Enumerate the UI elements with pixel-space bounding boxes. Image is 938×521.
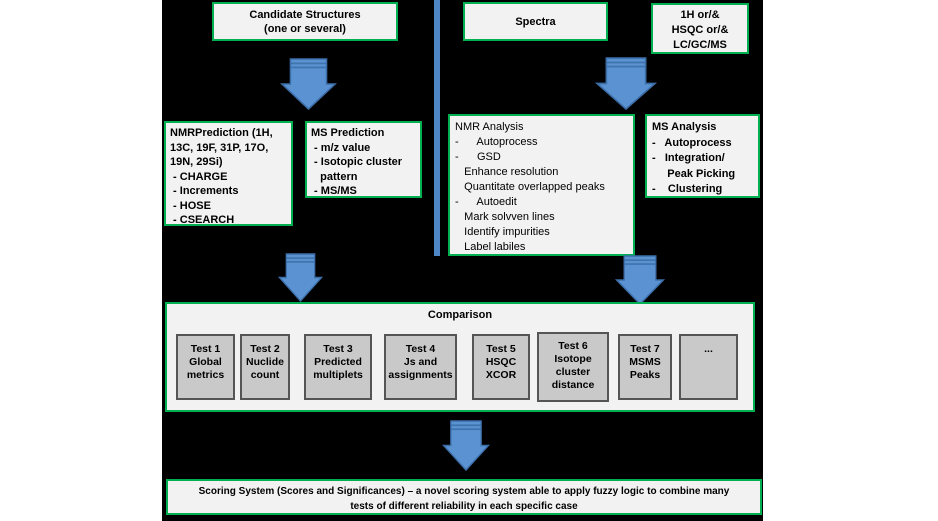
comparison-box: Comparison Test 1 Global metrics Test 2 … — [165, 302, 755, 412]
test-2-box: Test 2 Nuclide count — [240, 334, 290, 400]
nmr-analysis-line: Enhance resolution — [455, 166, 559, 178]
scoring-line: Scoring System (Scores and Significances… — [198, 486, 730, 497]
test-line: MSMS — [629, 356, 661, 368]
down-arrow-icon — [615, 255, 665, 305]
spectra-label: Spectra — [515, 15, 556, 28]
test-6-box: Test 6 Isotope cluster distance — [537, 332, 609, 402]
candidate-structures-box: Candidate Structures (one or several) — [212, 2, 398, 41]
test-line: Test 1 — [190, 343, 221, 355]
candidate-structures-line: Candidate Structures — [249, 9, 361, 21]
inputs-line: 1H or/& — [680, 9, 720, 21]
inputs-line: HSQC or/& — [671, 24, 729, 36]
down-arrow-icon — [280, 58, 337, 110]
ms-prediction-box: MS Prediction - m/z value - Isotopic clu… — [305, 121, 422, 198]
test-line: XCOR — [485, 369, 517, 381]
ms-prediction-line: - Isotopic cluster — [311, 156, 403, 168]
test-line: Nuclide — [246, 356, 284, 368]
nmr-analysis-line: Quantitate overlapped peaks — [455, 181, 605, 193]
test-line: Peaks — [629, 369, 661, 381]
nmr-prediction-line: - Increments — [170, 185, 239, 197]
ms-analysis-line: - Autoprocess — [652, 136, 732, 149]
test-line: assignments — [388, 369, 453, 381]
ms-analysis-line: - Clustering — [652, 183, 723, 195]
ms-analysis-line: Peak Picking — [652, 167, 736, 180]
test-line: Isotope — [554, 353, 592, 365]
spectra-box: Spectra — [463, 2, 608, 41]
test-line: Js and — [403, 356, 438, 368]
test-line: count — [250, 369, 280, 381]
test-line: Predicted — [314, 356, 362, 368]
candidate-structures-line: (one or several) — [264, 23, 346, 35]
vertical-divider — [434, 0, 440, 256]
ms-analysis-box: MS Analysis - Autoprocess - Integration/… — [645, 114, 760, 198]
test-line: Test 4 — [405, 343, 436, 355]
test-line: Test 7 — [630, 343, 660, 355]
comparison-title: Comparison — [427, 309, 493, 321]
ms-analysis-line: - Integration/ — [652, 152, 725, 164]
test-line: Test 5 — [486, 343, 516, 355]
ms-prediction-line: - m/z value — [311, 141, 371, 154]
scoring-system-box: Scoring System (Scores and Significances… — [166, 479, 762, 515]
nmr-analysis-line: Label labiles — [455, 241, 526, 253]
test-line: multiplets — [313, 369, 363, 381]
test-line: Global — [189, 356, 222, 368]
inputs-line: LC/GC/MS — [673, 39, 727, 51]
test-more-box: ... — [679, 334, 738, 400]
down-arrow-icon — [278, 253, 323, 302]
nmr-prediction-line: 13C, 19F, 31P, 17O, — [170, 141, 269, 154]
down-arrow-icon — [442, 420, 490, 471]
nmr-prediction-box: NMRPrediction (1H, 13C, 19F, 31P, 17O, 1… — [164, 121, 293, 226]
test-line: distance — [551, 379, 595, 391]
test-1-box: Test 1 Global metrics — [176, 334, 235, 400]
nmr-prediction-line: NMRPrediction (1H, — [170, 127, 273, 139]
ms-prediction-line: - MS/MS — [311, 185, 357, 197]
nmr-prediction-line: 19N, 29Si) — [170, 156, 223, 168]
nmr-analysis-line: - Autoedit — [455, 196, 517, 208]
ms-analysis-line: MS Analysis — [652, 121, 717, 133]
test-line: cluster — [555, 366, 591, 378]
test-4-box: Test 4 Js and assignments — [384, 334, 457, 400]
test-line: metrics — [186, 369, 225, 381]
ms-prediction-line: MS Prediction — [311, 127, 385, 139]
nmr-prediction-line: - CSEARCH — [170, 214, 235, 226]
test-5-box: Test 5 HSQC XCOR — [472, 334, 530, 400]
nmr-analysis-line: - GSD — [455, 151, 501, 163]
scoring-line: tests of different reliability in each s… — [350, 501, 578, 512]
test-line: Test 6 — [558, 340, 588, 352]
ms-prediction-line: pattern — [311, 170, 358, 183]
nmr-prediction-line: - CHARGE — [170, 170, 228, 183]
nmr-analysis-line: - Autoprocess — [455, 136, 538, 148]
nmr-analysis-line: Mark solvven lines — [455, 211, 555, 223]
test-3-box: Test 3 Predicted multiplets — [304, 334, 372, 400]
test-line: HSQC — [485, 356, 517, 368]
nmr-analysis-box: NMR Analysis - Autoprocess - GSD Enhance… — [448, 114, 635, 256]
experiment-inputs-box: 1H or/& HSQC or/& LC/GC/MS — [651, 3, 749, 54]
nmr-analysis-line: Identify impurities — [455, 226, 550, 238]
nmr-prediction-line: - HOSE — [170, 199, 211, 212]
test-line: Test 2 — [250, 343, 280, 355]
nmr-analysis-line: NMR Analysis — [455, 121, 524, 133]
test-line: ... — [704, 343, 713, 355]
down-arrow-icon — [595, 57, 657, 110]
test-7-box: Test 7 MSMS Peaks — [618, 334, 672, 400]
test-line: Test 3 — [323, 343, 353, 355]
